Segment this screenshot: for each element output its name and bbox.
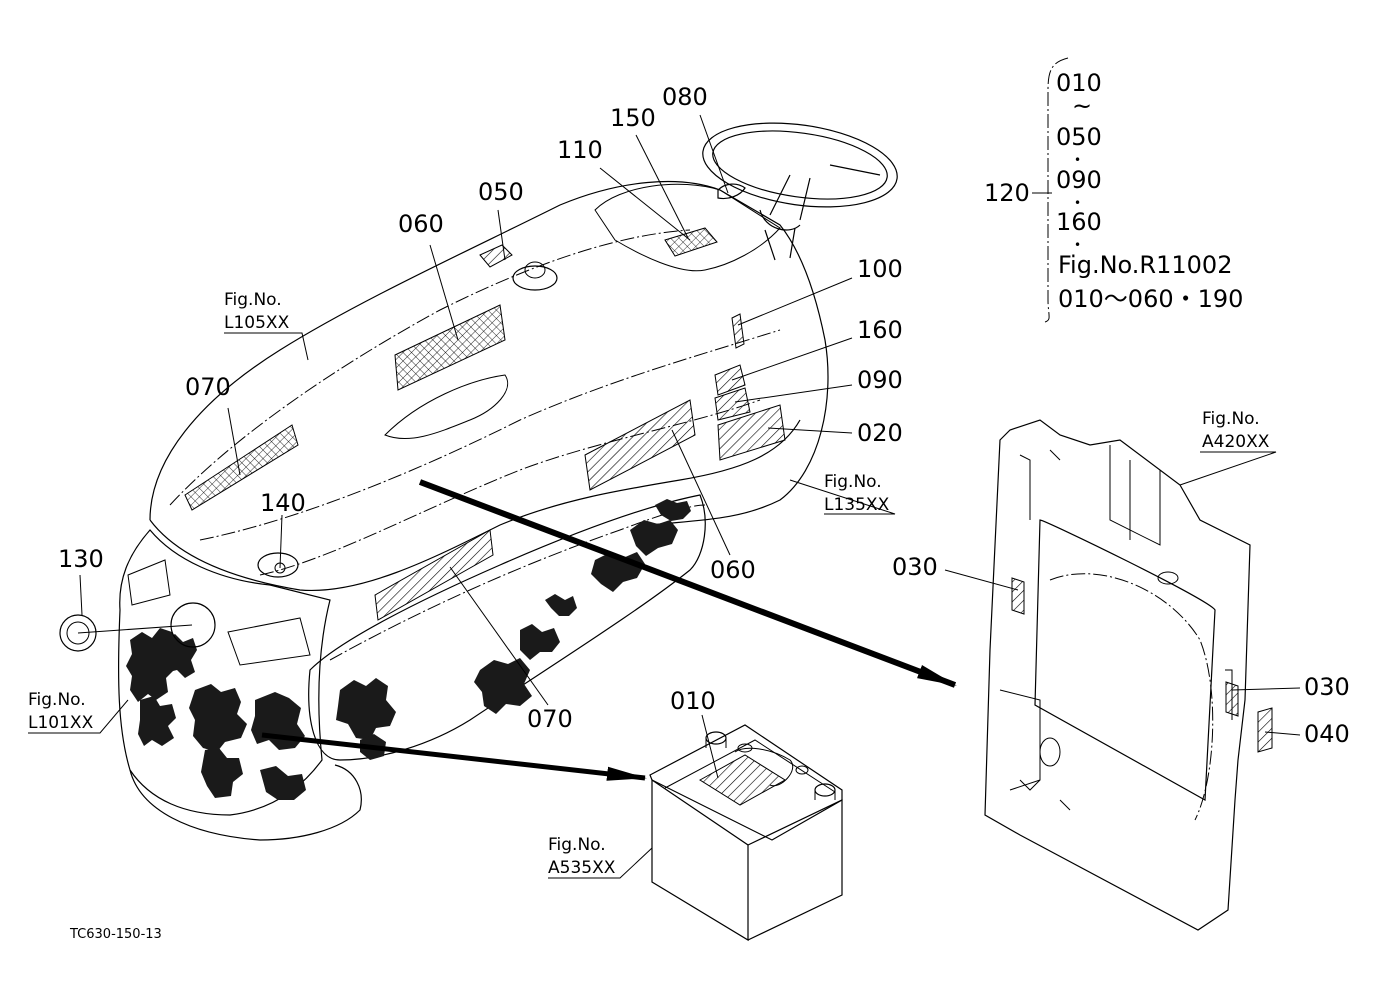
callout-110: 110: [557, 136, 603, 164]
callout-100: 100: [857, 255, 903, 283]
fig-ref-a420-code: A420XX: [1202, 432, 1270, 452]
callout-150: 150: [610, 104, 656, 132]
label-070-top: [184, 424, 299, 511]
label-090: [714, 387, 751, 421]
label-070-side: [374, 529, 494, 621]
kit-item-160: 160: [1056, 208, 1102, 236]
callout-130: 130: [58, 545, 104, 573]
leader-lines: [28, 57, 1301, 879]
direction-arrows: [261, 479, 957, 781]
label-160: [714, 364, 746, 396]
callout-030-right: 030: [1304, 673, 1350, 701]
fig-ref-l135-code: L135XX: [824, 495, 890, 515]
callout-030-left: 030: [892, 553, 938, 581]
fig-ref-l105-code: L105XX: [224, 313, 290, 333]
callout-050: 050: [478, 178, 524, 206]
callout-160: 160: [857, 316, 903, 344]
kit-dot-2: •: [1074, 196, 1081, 210]
hood-labels: [59, 183, 786, 652]
steering-wheel: [702, 122, 898, 261]
callout-080: 080: [662, 83, 708, 111]
fig-ref-l101-label: Fig.No.: [28, 690, 86, 710]
callout-120: 120: [984, 179, 1030, 207]
hood-assembly: [117, 180, 829, 841]
label-060-side: [584, 399, 696, 491]
callout-070-side: 070: [527, 705, 573, 733]
diagram-code: TC630-150-13: [69, 927, 162, 942]
label-030-left: [1011, 577, 1025, 615]
callout-010-battery: 010: [670, 687, 716, 715]
fig-ref-a535-label: Fig.No.: [548, 835, 606, 855]
emblem: [384, 374, 508, 439]
callout-numbers: 050 060 110 150 080 100 160 090 020 070 …: [58, 83, 1350, 748]
fig-ref-a535-code: A535XX: [548, 858, 616, 878]
callout-070-top: 070: [185, 373, 231, 401]
label-040: [1257, 707, 1273, 753]
kit-dot-1: •: [1074, 153, 1081, 167]
kit-120-list: 010 ~ 050 • 090 • 160 • Fig.No.R11002 01…: [1056, 69, 1243, 313]
figure-references: Fig.No. L105XX Fig.No. L101XX Fig.No. L1…: [28, 290, 1270, 878]
callout-040: 040: [1304, 720, 1350, 748]
label-060-top: [394, 304, 506, 391]
battery: [649, 724, 843, 942]
fig-ref-l105-label: Fig.No.: [224, 290, 282, 310]
fig-ref-l135-label: Fig.No.: [824, 472, 882, 492]
kit-item-010: 010: [1056, 69, 1102, 97]
kit-item-050: 050: [1056, 123, 1102, 151]
kit-fig-ref: Fig.No.R11002: [1058, 251, 1232, 279]
label-020: [717, 404, 786, 461]
fig-ref-a420-label: Fig.No.: [1202, 409, 1260, 429]
label-030-right: [1225, 681, 1239, 717]
kit-dot-3: •: [1074, 238, 1081, 252]
kit-item-090: 090: [1056, 166, 1102, 194]
kit-fig-items: 010～060・190: [1058, 285, 1243, 313]
callout-140: 140: [260, 489, 306, 517]
fig-ref-l101-code: L101XX: [28, 713, 94, 733]
callout-020: 020: [857, 419, 903, 447]
kit-range-tilde: ~: [1072, 92, 1092, 120]
radiator-shroud: [984, 419, 1273, 931]
label-110: [664, 227, 718, 257]
callout-060-side: 060: [710, 556, 756, 584]
callout-060-top: 060: [398, 210, 444, 238]
callout-090: 090: [857, 366, 903, 394]
